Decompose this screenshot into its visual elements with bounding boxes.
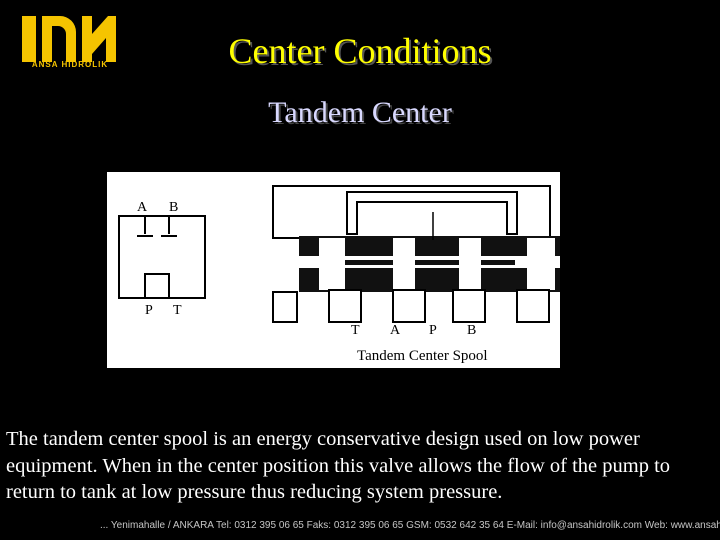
contact-footer: ... Yenimahalle / ANKARA Tel: 0312 395 0… [100, 520, 720, 531]
tandem-center-diagram: A B P T T A P B Tandem Center Spool [107, 172, 560, 368]
spool-port-a: A [390, 323, 401, 338]
symbol-label-a: A [137, 200, 148, 215]
tandem-symbol [118, 215, 206, 299]
symbol-label-b: B [169, 200, 178, 215]
symbol-label-p: P [145, 303, 153, 318]
spool-port-b: B [467, 323, 476, 338]
figure-caption: Tandem Center Spool [357, 348, 488, 364]
spool-port-p: P [429, 323, 437, 338]
logo-text: ANSA HIDROLIK [31, 60, 109, 69]
spool-port-t: T [351, 323, 360, 338]
ansa-hidrolik-logo-icon [22, 16, 116, 62]
spool-body [272, 185, 560, 323]
page-title: Center Conditions [228, 31, 492, 71]
symbol-label-t: T [173, 303, 182, 318]
spool-diagram-svg: A B P T T A P B Tandem Center Spool [118, 185, 560, 364]
page-subtitle: Tandem Center [268, 96, 452, 129]
description-paragraph: The tandem center spool is an energy con… [6, 428, 671, 503]
